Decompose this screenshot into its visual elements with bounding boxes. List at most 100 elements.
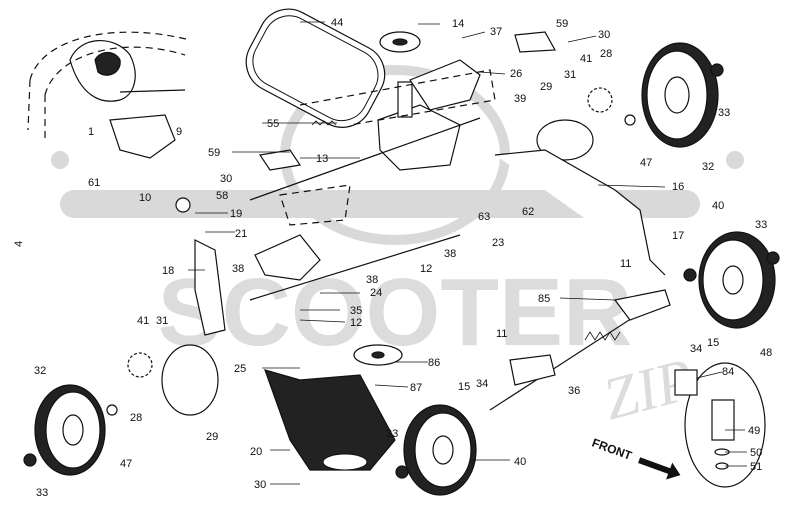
callout-30: 30 bbox=[598, 29, 610, 41]
bracket-26 bbox=[409, 59, 481, 111]
rear-axle bbox=[249, 234, 461, 301]
bracket-59b bbox=[258, 149, 302, 171]
callout-55: 55 bbox=[267, 118, 279, 130]
deck-opening bbox=[322, 453, 368, 471]
page-marker: 4 bbox=[13, 241, 25, 247]
callout-40: 40 bbox=[712, 200, 724, 212]
front-axle bbox=[489, 289, 671, 411]
wheel-rear-left bbox=[23, 384, 106, 476]
callout-34: 34 bbox=[690, 343, 702, 355]
callout-labels: 44 14 37 59 30 41 28 26 31 29 39 33 1 9 … bbox=[34, 17, 772, 499]
callout-44: 44 bbox=[331, 17, 343, 29]
callout-16: 16 bbox=[672, 181, 684, 193]
callout-21: 21 bbox=[235, 228, 247, 240]
bracket-59a bbox=[514, 31, 556, 53]
callout-33: 33 bbox=[36, 487, 48, 499]
callout-32: 32 bbox=[34, 365, 46, 377]
callout-35: 35 bbox=[350, 305, 362, 317]
callout-30: 30 bbox=[254, 479, 266, 491]
callout-38: 38 bbox=[366, 274, 378, 286]
callout-17: 17 bbox=[672, 230, 684, 242]
callout-51: 51 bbox=[750, 461, 762, 473]
callout-38: 38 bbox=[232, 263, 244, 275]
washer-47a bbox=[624, 114, 636, 126]
axis-dash-2 bbox=[279, 184, 351, 226]
callout-1: 1 bbox=[88, 126, 94, 138]
callout-33: 33 bbox=[755, 219, 767, 231]
callout-59: 59 bbox=[208, 147, 220, 159]
callout-29: 29 bbox=[206, 431, 218, 443]
deck-cover bbox=[264, 369, 396, 471]
callout-63: 63 bbox=[478, 211, 490, 223]
callout-18: 18 bbox=[162, 265, 174, 277]
callout-26: 26 bbox=[510, 68, 522, 80]
callout-62: 62 bbox=[522, 206, 534, 218]
callout-20: 20 bbox=[250, 446, 262, 458]
gear-top bbox=[587, 87, 613, 113]
callout-34: 34 bbox=[476, 378, 488, 390]
drive-belt bbox=[245, 8, 386, 128]
callout-11: 11 bbox=[496, 328, 507, 340]
callout-14: 14 bbox=[452, 18, 464, 30]
callout-50: 50 bbox=[750, 447, 762, 459]
callout-13: 13 bbox=[316, 153, 328, 165]
gear-bottom bbox=[127, 352, 153, 378]
callout-47: 47 bbox=[640, 157, 652, 169]
hub-cover-top bbox=[536, 119, 594, 161]
callout-59: 59 bbox=[556, 18, 568, 30]
callout-85: 85 bbox=[538, 293, 550, 305]
callout-31: 31 bbox=[564, 69, 576, 81]
pulley-86 bbox=[353, 344, 403, 366]
lever-18 bbox=[194, 239, 226, 336]
callout-32: 32 bbox=[702, 161, 714, 173]
callout-38: 38 bbox=[444, 248, 456, 260]
callout-47: 47 bbox=[120, 458, 132, 470]
callout-48: 48 bbox=[760, 347, 772, 359]
callout-23: 23 bbox=[492, 237, 504, 249]
callout-15: 15 bbox=[707, 337, 719, 349]
callout-25: 25 bbox=[234, 363, 246, 375]
callout-28: 28 bbox=[130, 412, 142, 424]
callout-9: 9 bbox=[176, 126, 182, 138]
callout-31: 31 bbox=[156, 315, 168, 327]
callout-49: 49 bbox=[748, 425, 760, 437]
callout-37: 37 bbox=[490, 26, 502, 38]
callout-30: 30 bbox=[220, 173, 232, 185]
wheel-front-left bbox=[395, 404, 477, 496]
front-arrow: FRONT bbox=[590, 436, 681, 480]
callout-87: 87 bbox=[410, 382, 422, 394]
callout-33: 33 bbox=[718, 107, 730, 119]
callout-40: 40 bbox=[514, 456, 526, 468]
callout-28: 28 bbox=[600, 48, 612, 60]
callout-19: 19 bbox=[230, 208, 242, 220]
callout-86: 86 bbox=[428, 357, 440, 369]
spring bbox=[311, 120, 337, 126]
callout-41: 41 bbox=[137, 315, 149, 327]
rear-plate bbox=[109, 114, 176, 159]
callout-84: 84 bbox=[722, 366, 734, 378]
callout-12: 12 bbox=[420, 263, 432, 275]
leader-lines bbox=[188, 21, 747, 485]
callout-11: 11 bbox=[620, 258, 631, 270]
callout-15: 15 bbox=[458, 381, 470, 393]
hub-cover-bottom bbox=[161, 344, 219, 416]
shield-25 bbox=[254, 234, 321, 281]
callout-12: 12 bbox=[350, 317, 362, 329]
callout-10: 10 bbox=[139, 192, 151, 204]
front-label: FRONT bbox=[590, 436, 634, 464]
wheel-rear-right bbox=[641, 42, 724, 148]
callout-36: 36 bbox=[568, 385, 580, 397]
height-lever bbox=[494, 149, 666, 276]
callout-29: 29 bbox=[540, 81, 552, 93]
gearbox bbox=[249, 81, 481, 201]
bag-handle bbox=[27, 31, 191, 140]
pulley-top bbox=[379, 31, 421, 53]
knob-19 bbox=[175, 197, 191, 213]
callout-61: 61 bbox=[88, 177, 100, 189]
callout-58: 58 bbox=[216, 190, 228, 202]
callout-39: 39 bbox=[514, 93, 526, 105]
callout-33: 33 bbox=[386, 428, 398, 440]
callout-41: 41 bbox=[580, 53, 592, 65]
washer-47b bbox=[106, 404, 118, 416]
